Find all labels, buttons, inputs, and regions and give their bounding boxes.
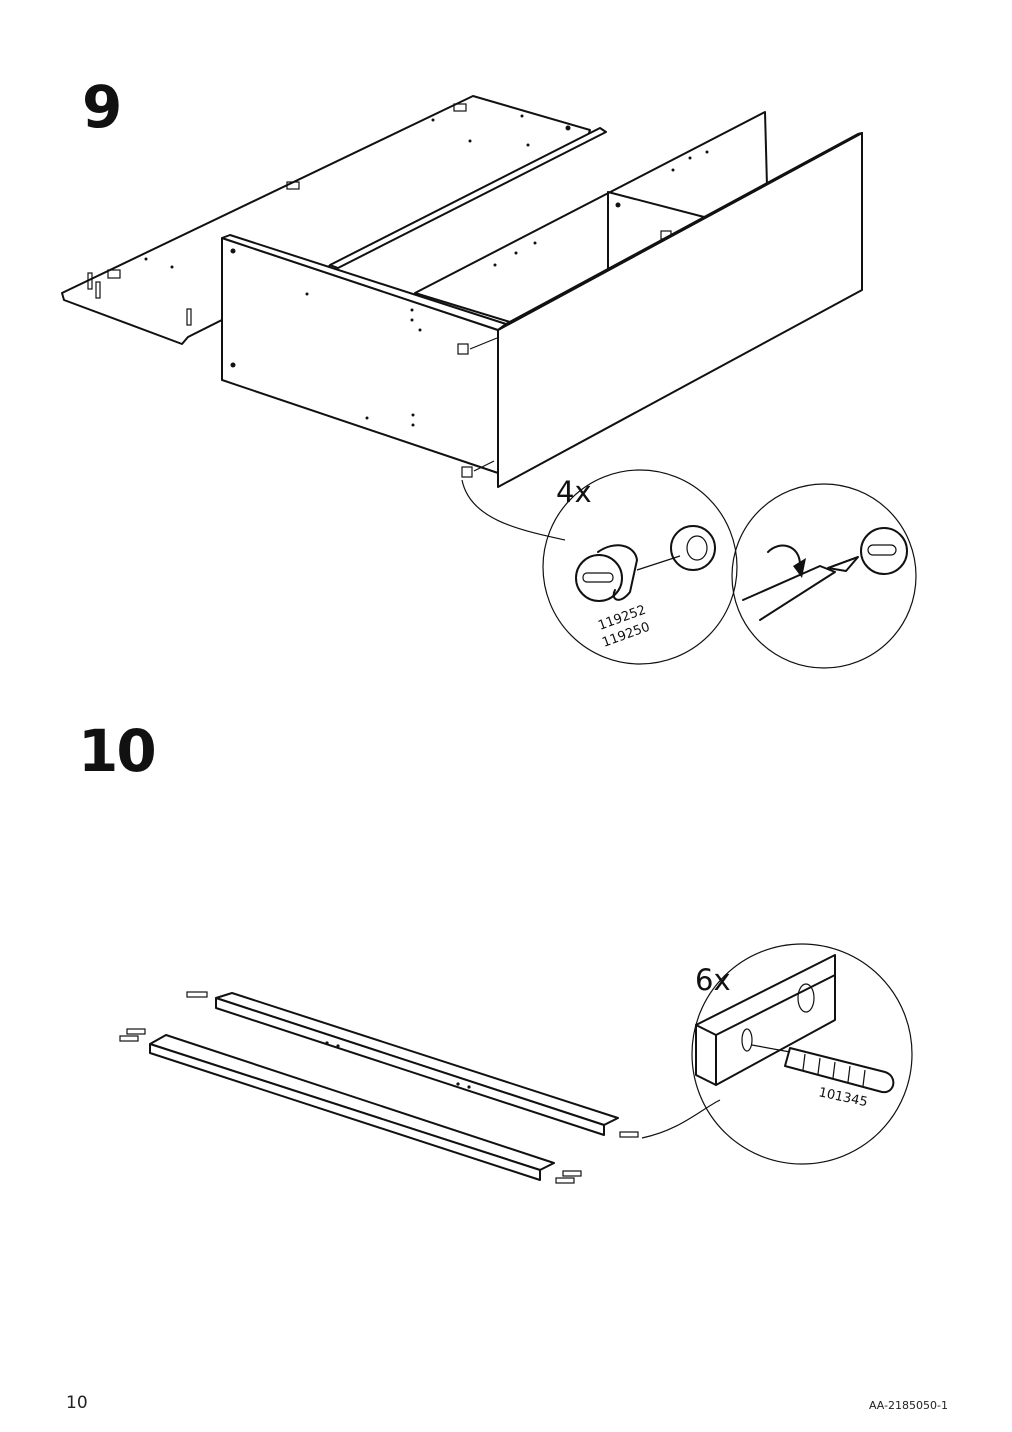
part-number-101345: 101345 <box>817 1085 869 1110</box>
page-number: 10 <box>66 1393 88 1413</box>
step-number-10: 10 <box>78 717 157 785</box>
step-9-drawing: 4x 119252 119250 <box>61 95 917 669</box>
step-number-9: 9 <box>82 73 122 141</box>
detail-circle-dowel: 6x 101345 <box>691 943 913 1165</box>
detail-circle-cam-lock: 4x 119252 119250 <box>542 469 738 665</box>
step-10-drawing: 6x 101345 <box>119 943 913 1184</box>
side-panel-right <box>497 132 863 488</box>
rail-upper <box>186 991 639 1138</box>
rail-lower <box>119 1028 582 1184</box>
quantity-4x: 4x <box>556 475 592 509</box>
quantity-6x: 6x <box>695 963 731 997</box>
document-code: AA-2185050-1 <box>868 1399 948 1412</box>
detail-circle-screwdriver <box>731 483 917 669</box>
